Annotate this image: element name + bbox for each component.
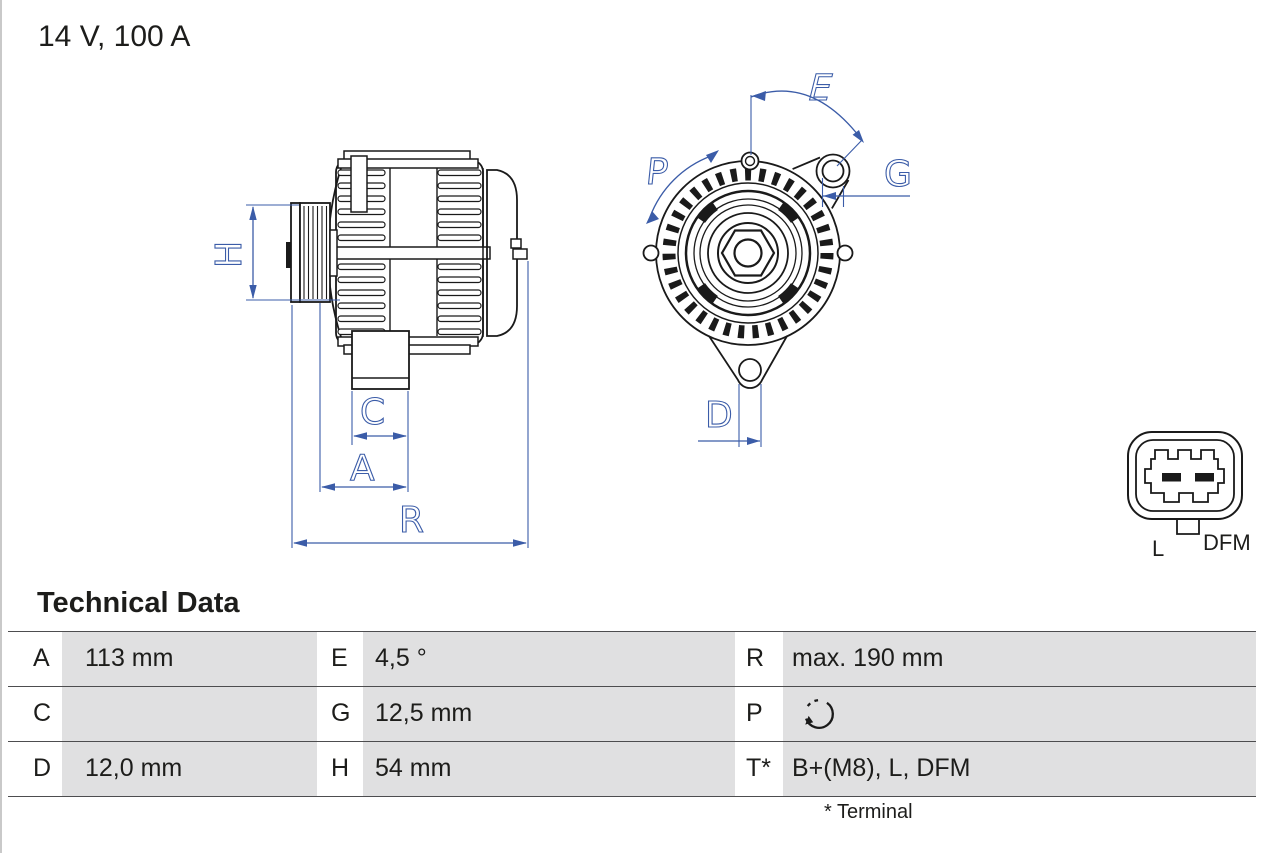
dim-label-d: D — [705, 395, 733, 436]
front-view-drawing — [642, 151, 854, 389]
table-row: C G 12,5 mm P — [8, 686, 1256, 741]
dim-key-g: G — [317, 687, 363, 741]
dim-label-c: C — [360, 392, 385, 433]
technical-drawing: H C A R — [208, 66, 1251, 561]
dim-key-h: H — [317, 742, 363, 796]
dim-value-a: 113 mm — [62, 632, 317, 686]
side-view-drawing — [286, 150, 528, 390]
connector-drawing: L DFM — [1127, 431, 1251, 561]
dim-label-h: H — [209, 241, 250, 268]
table-row: D 12,0 mm H 54 mm T* B+(M8), L, DFM — [8, 741, 1256, 796]
dim-key-d: D — [8, 742, 62, 796]
dim-value-d: 12,0 mm — [62, 742, 317, 796]
dim-key-t: T* — [735, 742, 783, 796]
product-spec-title: 14 V, 100 A — [38, 20, 191, 53]
technical-data-heading: Technical Data — [37, 587, 240, 619]
dim-value-r: max. 190 mm — [783, 632, 1256, 686]
dim-label-g: G — [884, 154, 912, 195]
connector-pin-l-label: L — [1152, 536, 1164, 561]
connector-pin-dfm-label: DFM — [1203, 530, 1251, 555]
dim-value-t: B+(M8), L, DFM — [783, 742, 1256, 796]
terminal-footnote: * Terminal — [824, 801, 913, 823]
dim-label-a: A — [350, 448, 375, 489]
dim-value-g: 12,5 mm — [363, 687, 735, 741]
dim-key-c: C — [8, 687, 62, 741]
dim-label-p: P — [644, 151, 670, 193]
dim-key-a: A — [8, 632, 62, 686]
dim-value-c — [62, 687, 317, 741]
dim-label-e: E — [804, 67, 837, 109]
rotation-direction-icon — [804, 699, 834, 729]
dim-key-e: E — [317, 632, 363, 686]
dim-key-r: R — [735, 632, 783, 686]
technical-data-table: A 113 mm E 4,5 ° R max. 190 mm C G 12,5 … — [8, 631, 1256, 797]
side-view-dimensions: H C A R — [208, 204, 529, 548]
dim-value-e: 4,5 ° — [363, 632, 735, 686]
dim-value-h: 54 mm — [363, 742, 735, 796]
window-left-edge — [0, 0, 2, 853]
front-view-dimensions: E P G D — [644, 66, 912, 447]
dim-label-r: R — [399, 500, 424, 541]
table-row: A 113 mm E 4,5 ° R max. 190 mm — [8, 631, 1256, 686]
dim-value-p — [783, 687, 1256, 741]
dim-key-p: P — [735, 687, 783, 741]
